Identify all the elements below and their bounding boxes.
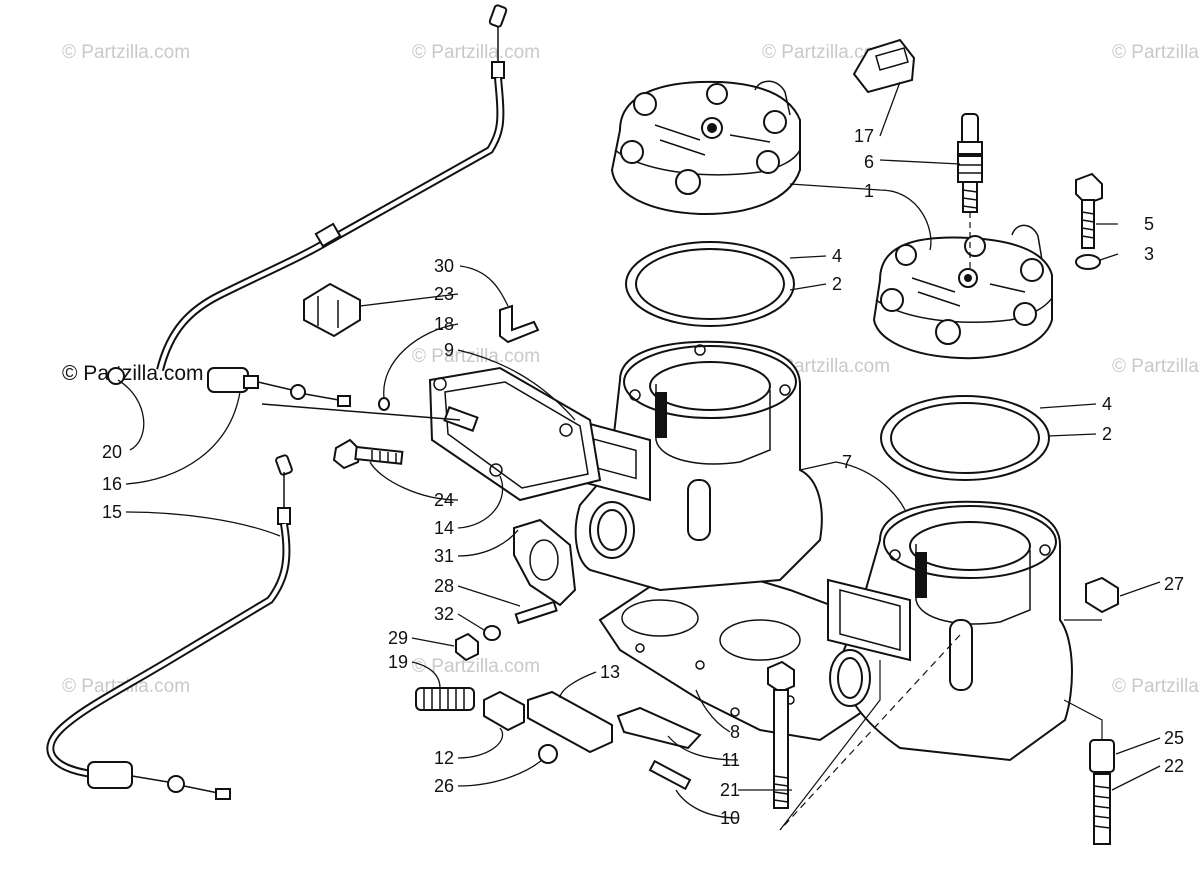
bolt-icon	[648, 759, 692, 791]
callout-26: 26	[434, 776, 454, 796]
callout-5: 5	[1144, 214, 1154, 234]
callout-28: 28	[434, 576, 454, 596]
leader-lines	[117, 81, 1161, 819]
stud-icon	[514, 600, 558, 625]
callout-2: 2	[832, 274, 842, 294]
washer-icon	[1075, 254, 1101, 270]
callout-2: 2	[1102, 424, 1112, 444]
callout-6: 6	[864, 152, 874, 172]
bolt-icon	[1075, 172, 1103, 249]
callout-9: 9	[444, 340, 454, 360]
nut-icon	[1085, 576, 1119, 614]
callout-30: 30	[434, 256, 454, 276]
watermark: © Partzilla.com	[1112, 42, 1200, 63]
clip-icon	[303, 282, 361, 338]
callout-1: 1	[864, 181, 874, 201]
valve-plate-icon	[527, 690, 613, 754]
exhaust-valve-icon	[483, 690, 525, 732]
watermark: © Partzilla.com	[62, 42, 190, 63]
bolt-icon	[538, 744, 558, 764]
spark-plug-icon	[957, 113, 983, 268]
callout-22: 22	[1164, 756, 1184, 776]
head-gasket-icon	[880, 395, 1050, 481]
callout-14: 14	[434, 518, 454, 538]
callout-8: 8	[730, 722, 740, 742]
callout-10: 10	[720, 808, 740, 828]
control-cable-icon	[156, 4, 508, 407]
callout-25: 25	[1164, 728, 1184, 748]
watermark: © Partzilla.com	[762, 42, 890, 63]
exhaust-valve-icon	[616, 706, 702, 750]
nut-icon	[455, 632, 479, 662]
head-gasket-icon	[625, 241, 795, 327]
cylinder-head-icon	[610, 80, 801, 216]
gasket-icon	[513, 518, 577, 607]
callout-4: 4	[1102, 394, 1112, 414]
callout-13: 13	[600, 662, 620, 682]
cylinder-head-icon	[872, 224, 1053, 360]
o-ring-icon	[378, 397, 390, 411]
callout-21: 21	[720, 780, 740, 800]
watermark: © Partzilla.com	[412, 346, 540, 367]
fitting-icon	[499, 304, 540, 344]
callout-7: 7	[842, 452, 852, 472]
callout-12: 12	[434, 748, 454, 768]
callout-31: 31	[434, 546, 454, 566]
watermark: © Partzilla.com	[1112, 356, 1200, 377]
callout-29: 29	[388, 628, 408, 648]
callout-27: 27	[1164, 574, 1184, 594]
callout-15: 15	[102, 502, 122, 522]
intake-plate-icon	[261, 366, 602, 502]
callout-17: 17	[854, 126, 874, 146]
callout-labels: 17 6 1 5 3 4 2 30 23 18 9 4 2 7 20 16 15…	[102, 126, 1184, 828]
callout-3: 3	[1144, 244, 1154, 264]
alignment-lines	[779, 619, 1103, 831]
watermark: © Partzilla.com	[1112, 676, 1200, 697]
callout-20: 20	[102, 442, 122, 462]
watermark: © Partzilla.com	[412, 656, 540, 677]
callout-11: 11	[721, 750, 740, 770]
callout-19: 19	[388, 652, 408, 672]
bolt-icon	[332, 438, 404, 470]
cylinder-icon	[574, 340, 823, 592]
cylinder-icon	[827, 500, 1073, 762]
washer-icon	[483, 625, 501, 641]
callout-4: 4	[832, 246, 842, 266]
watermark: © Partzilla.com	[412, 42, 540, 63]
nut-icon	[107, 367, 125, 385]
stud-icon	[1093, 773, 1111, 845]
callout-18: 18	[434, 314, 454, 334]
control-cable-icon	[46, 454, 293, 800]
bolt-icon	[767, 660, 795, 809]
callout-24: 24	[434, 490, 454, 510]
callout-32: 32	[434, 604, 454, 624]
spacer-icon	[1089, 739, 1115, 773]
watermark-main: © Partzilla.com	[62, 362, 204, 385]
bracket-icon	[852, 38, 916, 94]
spring-icon	[415, 687, 475, 711]
callout-23: 23	[434, 284, 454, 304]
callout-16: 16	[102, 474, 122, 494]
